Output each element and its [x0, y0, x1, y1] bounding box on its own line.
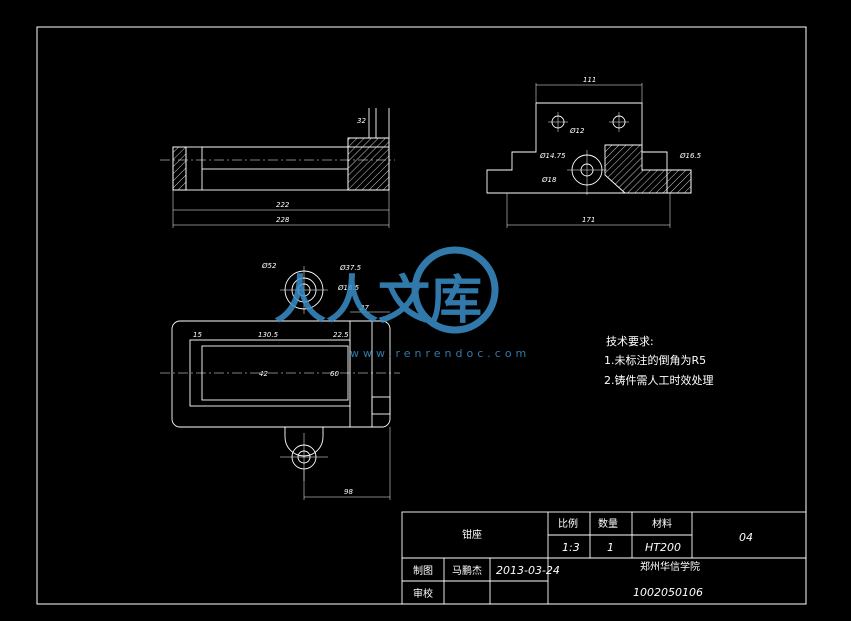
scale-value: 1:3	[562, 541, 580, 554]
notes-item-1: 1.未标注的倒角为R5	[604, 353, 706, 367]
material-label: 材料	[652, 517, 672, 530]
drawn-date: 2013-03-24	[496, 564, 560, 577]
dim-27: 27	[360, 304, 369, 312]
part-name: 钳座	[462, 528, 482, 541]
front-view	[486, 83, 692, 228]
dim-37-5: Ø37.5	[339, 264, 362, 272]
material-value: HT200	[645, 541, 681, 554]
watermark-url: www.renrendoc.com	[350, 347, 530, 360]
dim-22-5: 22.5	[333, 331, 349, 339]
dim-111: 111	[583, 76, 596, 84]
qty-value: 1	[607, 541, 614, 554]
dim-222: 222	[276, 201, 290, 209]
dim-16-5: Ø16.5	[337, 284, 360, 292]
dim-hole-12: Ø12	[569, 127, 585, 135]
watermark-brand: 人人文库	[274, 271, 482, 331]
drawing-number: 04	[739, 531, 753, 544]
dim-15: 15	[193, 331, 202, 339]
dim-hole-18: Ø18	[541, 176, 557, 184]
checked-label: 审校	[413, 587, 433, 600]
notes-title: 技术要求:	[606, 335, 654, 348]
scale-label: 比例	[558, 517, 578, 530]
watermark-ring	[411, 246, 499, 334]
drawn-label: 制图	[413, 564, 433, 577]
dim-60: 60	[330, 370, 339, 378]
qty-label: 数量	[598, 517, 618, 530]
notes-item-2: 2.铸件需人工时效处理	[604, 373, 714, 387]
dim-228: 228	[276, 216, 290, 224]
dim-hole-14-75: Ø14.75	[539, 152, 566, 160]
top-view	[160, 108, 395, 228]
title-block	[401, 511, 807, 605]
watermark: 人人文库 www.renrendoc.com	[274, 246, 530, 360]
dim-98: 98	[344, 488, 353, 496]
dim-hole-16-5: Ø16.5	[679, 152, 702, 160]
dim-32: 32	[357, 117, 366, 125]
dim-42: 42	[259, 370, 268, 378]
drawn-by: 马鹏杰	[452, 564, 482, 577]
student-id: 1002050106	[633, 586, 703, 599]
side-view	[160, 266, 400, 500]
dim-171: 171	[582, 216, 595, 224]
dim-52: Ø52	[261, 262, 277, 270]
dim-130-5: 130.5	[258, 331, 279, 339]
school-name: 郑州华信学院	[640, 560, 700, 573]
